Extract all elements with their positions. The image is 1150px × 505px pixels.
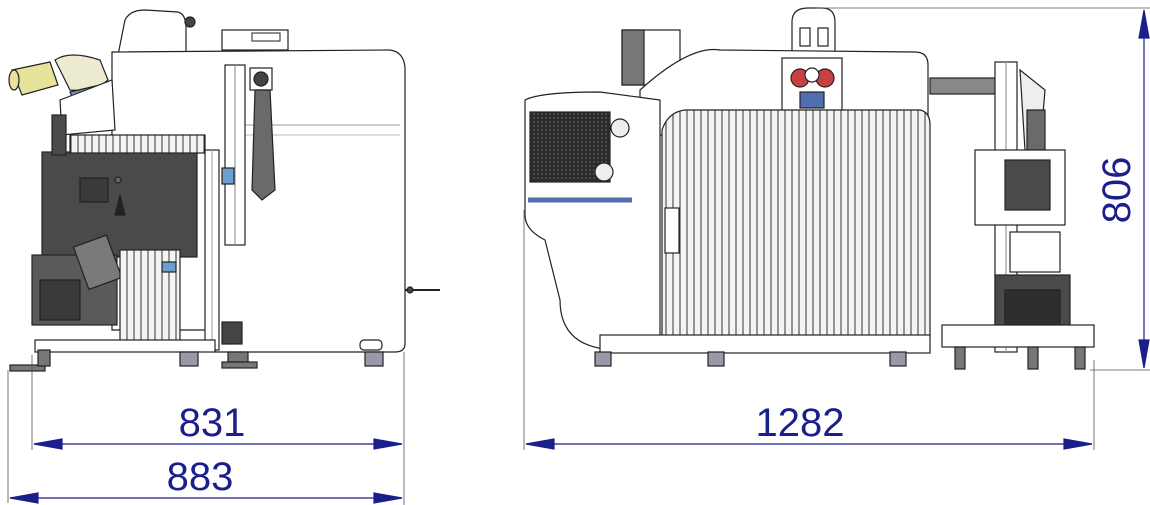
dim-831-label: 831 bbox=[179, 401, 246, 445]
side-base bbox=[34, 339, 216, 353]
dim-806-label: 806 bbox=[1095, 157, 1139, 224]
side-top-cover bbox=[117, 9, 187, 56]
eyepiece-assembly bbox=[8, 54, 116, 136]
side-view bbox=[8, 9, 440, 372]
dim-1282-label: 1282 bbox=[756, 401, 845, 445]
front-view bbox=[524, 7, 1095, 370]
dimension-lines bbox=[7, 7, 1150, 505]
side-feet bbox=[9, 339, 384, 372]
front-slatted-enclosure bbox=[661, 109, 931, 339]
gas-knob-panel bbox=[781, 57, 843, 114]
front-feet bbox=[594, 346, 1086, 370]
front-base bbox=[599, 334, 931, 354]
dim-883-label: 883 bbox=[167, 455, 234, 499]
front-right-base bbox=[941, 324, 1095, 348]
